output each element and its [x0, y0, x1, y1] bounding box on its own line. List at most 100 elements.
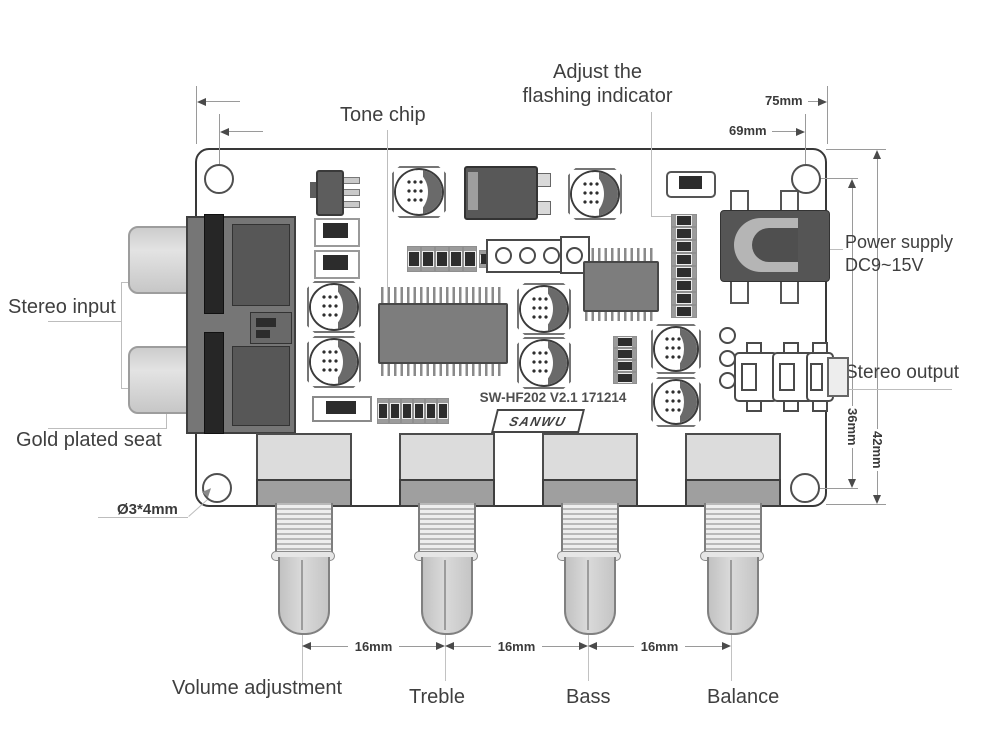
volume-shaft-slot [301, 560, 303, 630]
rca-mount-plate-bottom [204, 332, 224, 434]
dim-hole-label: Ø3*4mm [117, 501, 178, 518]
regulator-pin [536, 173, 551, 187]
dim-arrow-right [436, 642, 446, 650]
dim-line [399, 645, 437, 647]
dc-jack-core [752, 228, 798, 262]
tone-chip-pins [381, 287, 501, 304]
dim-line [772, 131, 797, 132]
smd-resistor-icon [613, 348, 637, 360]
dim-arrow-left [588, 642, 597, 650]
smd-resistor-icon [425, 398, 437, 424]
leader-line [48, 321, 122, 322]
board-model-text: SW-HF202 V2.1 171214 [479, 390, 627, 405]
header-hole [566, 247, 583, 264]
mounting-hole-bottom-right [790, 473, 820, 503]
adjust-flashing-label: Adjust the flashing indicator [522, 61, 673, 107]
volume-pot-body [256, 433, 352, 483]
smd-resistor-icon [671, 305, 697, 318]
dim-arrow-up [848, 179, 856, 188]
balance-pot-bushing [704, 503, 762, 555]
dim-line [808, 101, 819, 102]
diode-body [323, 223, 348, 238]
diode-body [326, 401, 356, 414]
extension-line [820, 178, 858, 179]
smd-resistor-icon [449, 246, 463, 272]
dim-line [206, 101, 240, 102]
stereo-input-label: Stereo input [8, 296, 116, 318]
balance-pot-shaft [707, 557, 759, 635]
leader-line [98, 517, 188, 518]
extension-line [826, 504, 886, 505]
leader-line [121, 282, 122, 388]
centerline [445, 633, 446, 681]
soic-ic-icon [583, 261, 659, 312]
dim-arrow-down [873, 495, 881, 504]
extension-line [826, 149, 886, 150]
rca-detail-pin [256, 318, 276, 327]
mounting-hole-top-left [204, 164, 234, 194]
mounting-hole-top-right [791, 164, 821, 194]
dim-16mm-label: 16mm [497, 638, 536, 654]
treble-shaft-slot [444, 560, 446, 630]
smd-resistor-icon [401, 398, 413, 424]
smd-resistor-icon [407, 246, 421, 272]
centerline [588, 633, 589, 681]
dim-16mm-group: 16mm [445, 638, 589, 654]
bass-pot-bushing [561, 503, 619, 555]
tone-chip-ic-icon [378, 303, 508, 364]
dim-arrow-right [579, 642, 589, 650]
stereo-jack-barrel-icon [827, 357, 849, 397]
dim-arrow-left [445, 642, 454, 650]
leader-line [387, 130, 388, 288]
diode-body [323, 255, 348, 270]
soic-ic-pins [585, 248, 653, 263]
balance-shaft-slot [730, 560, 732, 630]
leader-line [651, 112, 652, 216]
electrolytic-capacitor-icon [307, 336, 361, 388]
smd-resistor-icon [463, 246, 477, 272]
electrolytic-capacitor-icon [392, 166, 446, 218]
mounting-hole-bottom-left [202, 473, 232, 503]
jack-inner [741, 363, 757, 391]
dim-line [542, 645, 580, 647]
centerline [302, 633, 303, 684]
smd-resistor-icon [613, 372, 637, 384]
dim-line-vertical [877, 152, 878, 502]
dim-36mm-label: 36mm [845, 406, 860, 448]
treble-pot-shaft [421, 557, 473, 635]
header-hole [519, 247, 536, 264]
bass-label: Bass [566, 686, 611, 708]
sanwu-logo: SANWU [491, 409, 585, 433]
smd-resistor-icon [421, 246, 435, 272]
dim-arrow-left [302, 642, 311, 650]
dim-arrow-right [818, 98, 827, 106]
leader-line [121, 282, 131, 283]
led-indicator-icon [719, 327, 736, 344]
treble-pot-bushing [418, 503, 476, 555]
extension-line [219, 114, 220, 168]
smd-resistor-icon [671, 266, 697, 279]
extension-line [820, 488, 858, 489]
dim-69mm-label: 69mm [729, 123, 767, 138]
dim-16mm-group: 16mm [588, 638, 732, 654]
regulator-pin [536, 201, 551, 215]
smd-resistor-icon [671, 227, 697, 240]
transistor-pin [342, 189, 360, 196]
dim-arrow-up [873, 150, 881, 159]
treble-label: Treble [409, 686, 465, 708]
electrolytic-capacitor-icon [517, 283, 571, 335]
dim-line [454, 645, 491, 647]
electrolytic-capacitor-icon [307, 281, 361, 333]
volume-label: Volume adjustment [172, 677, 343, 699]
transistor-pin [342, 177, 360, 184]
smd-resistor-icon [671, 292, 697, 305]
power-supply-label: Power supply DC9~15V [845, 232, 954, 275]
leader-line [834, 389, 952, 390]
dim-16mm-group: 16mm [302, 638, 446, 654]
dim-75mm-label: 75mm [765, 93, 803, 108]
rca-detail-bottom [232, 346, 290, 426]
smd-resistor-icon [613, 360, 637, 372]
electrolytic-capacitor-icon [517, 337, 571, 389]
leader-line [651, 216, 671, 217]
